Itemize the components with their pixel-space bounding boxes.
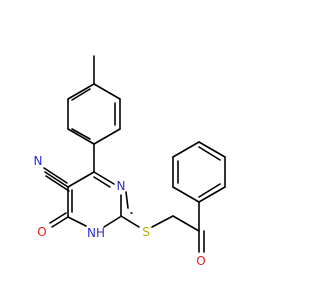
tolyl-ring <box>67 83 121 145</box>
bond <box>93 83 121 100</box>
bond <box>93 128 121 145</box>
bond <box>103 216 121 228</box>
bond-inner <box>198 183 221 198</box>
bond <box>67 171 95 188</box>
pyrimidine-ring <box>67 171 133 228</box>
bond <box>67 216 87 227</box>
bond-nitrile <box>45 175 70 192</box>
bond <box>198 186 226 203</box>
bond-inner <box>93 176 111 188</box>
bond-nitrile <box>43 167 68 184</box>
bond <box>67 128 95 145</box>
bond <box>198 141 226 158</box>
atom-sulfur: S <box>142 225 150 239</box>
bond <box>125 191 129 209</box>
bond <box>67 83 95 100</box>
bond <box>93 171 115 185</box>
atom-nh: NH <box>87 226 105 240</box>
atom-enol-o: O <box>37 225 46 239</box>
bond-inner <box>71 88 91 101</box>
bond <box>172 141 200 158</box>
bond-inner <box>71 128 91 140</box>
bond-s <box>120 215 140 228</box>
bond-s <box>151 215 174 228</box>
bond-nitrile <box>44 171 69 188</box>
bond-enol-o <box>49 212 67 224</box>
bond-enol-o <box>51 216 69 228</box>
phenyl-ring <box>172 141 226 203</box>
atom-nitrile-n: N <box>34 154 43 168</box>
bond <box>172 186 200 203</box>
bond-ch2 <box>172 215 200 232</box>
chemical-structure: N N NH O S O <box>34 55 226 268</box>
bond-inner <box>198 146 221 161</box>
atom-ring-n: N <box>117 179 126 193</box>
atom-ketone-o: O <box>196 254 205 268</box>
